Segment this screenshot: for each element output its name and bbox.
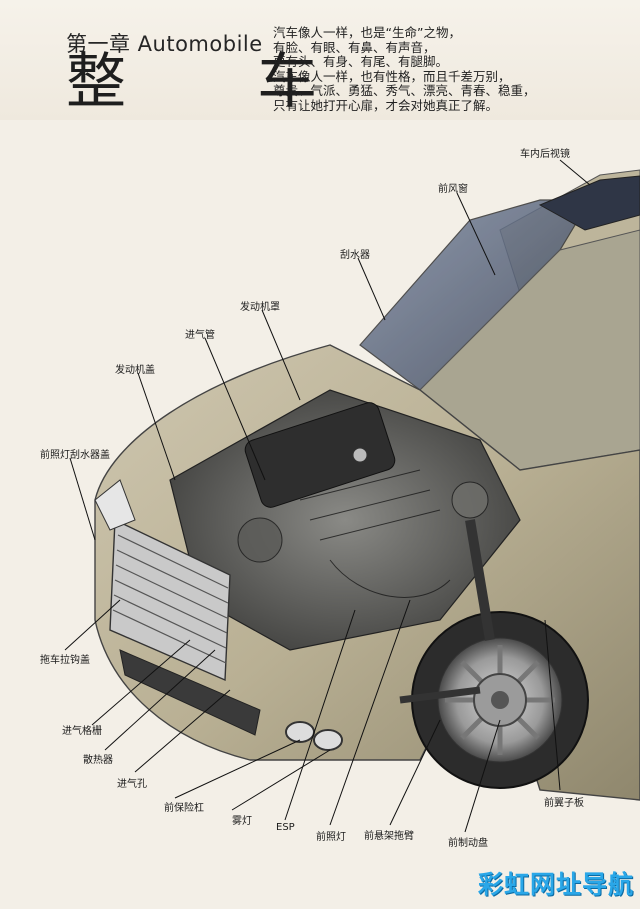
grille-bars [112,534,229,664]
page-header: 第一章 Automobile 整 车 汽车像人一样，也是“生命”之物， 有脸、有… [0,0,640,120]
leader-lines [64,159,591,833]
label-front-bumper: 前保险杠 [164,803,204,814]
label-front-fender: 前翼子板 [544,798,584,809]
intro-line: 汽车像人一样，也是“生命”之物， [273,25,461,40]
label-headlamp: 前照灯 [316,832,346,843]
engine-logo [352,447,368,463]
label-tow-hook-cover: 拖车拉钩盖 [40,655,90,666]
intro-line: 尊贵、气派、勇猛、秀气、漂亮、青春、稳重， [273,83,536,99]
label-fog-lamp: 雾灯 [232,816,252,827]
label-front-suspension-arm: 前悬架拖臂 [364,831,414,842]
label-intake-hole: 进气孔 [117,779,147,790]
label-radiator: 散热器 [83,755,113,766]
chapter-title: 第一章 Automobile [66,32,263,56]
fog-lamp-left [285,721,315,743]
label-wiper: 刮水器 [340,250,370,261]
lower-intake [119,649,261,736]
wheel-hub [491,691,509,709]
intro-text: 汽车像人一样，也是“生命”之物， 有脸、有眼、有鼻、有声音， 更有头、有身、有尾… [273,25,563,114]
intro-line: 有脸、有眼、有鼻、有声音， [273,39,436,55]
engine-cover-shape [244,402,396,508]
label-windshield: 前风窗 [438,184,468,195]
intro-line: 只有让她打开心扉，才会对她真正了解。 [273,97,499,113]
engine-details [237,469,489,598]
intro-line: 汽车像人一样，也有性格，而且千差万别， [273,68,511,84]
label-engine-cover: 发动机盖 [115,365,155,376]
label-esp: ESP [276,822,295,833]
front-grille [109,518,231,682]
intro-line: 更有头、有身、有尾、有腿脚。 [273,54,449,70]
car-cutaway-illustration [64,159,640,833]
sunroof [538,175,640,231]
label-front-brake-disc: 前制动盘 [448,838,488,849]
label-intake-pipe: 进气管 [185,330,215,341]
label-intake-grille: 进气格栅 [62,726,102,737]
site-watermark: 彩虹网址导航 [477,870,634,899]
suspension-arm [399,686,481,704]
suspension-strut [465,519,495,641]
headlamp-shape [94,479,136,531]
label-headlamp-washer-cover: 前照灯刮水器盖 [40,450,110,461]
label-engine-hood: 发动机罩 [240,302,280,313]
page-title: 整 车 [66,47,374,117]
fog-lamp-right [313,729,343,751]
label-rear-mirror: 车内后视镜 [520,149,570,160]
